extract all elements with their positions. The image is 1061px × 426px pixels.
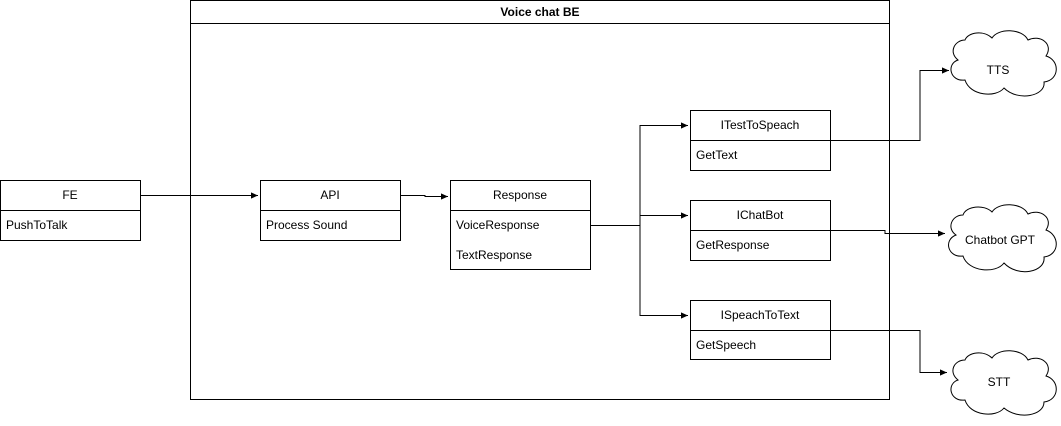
edge-ispeachtotext-stt [830,330,947,376]
cloud-tts-label: TTS [987,63,1010,77]
class-ispeachtotext[interactable]: ISpeachToText GetSpeech [690,300,831,360]
response-member: TextResponse [456,248,532,262]
cloud-tts[interactable]: TTS [950,30,1057,97]
edge-ichatbot-chatbot [830,230,945,237]
class-fe[interactable]: FE PushToTalk [0,180,141,241]
api-member: Process Sound [266,218,347,232]
fe-member: PushToTalk [6,218,68,232]
container-title: Voice chat BE [500,5,579,19]
edge-response-ispeachtotext [639,225,688,319]
class-itesttospeach[interactable]: ITestToSpeach GetText [690,110,831,171]
edge-itesttospeach-tts [830,67,949,141]
ichatbot-member: GetResponse [696,238,770,252]
itesttospeach-title: ITestToSpeach [721,118,800,132]
class-response[interactable]: Response VoiceResponse TextResponse [450,180,591,270]
response-member: VoiceResponse [456,218,540,232]
class-ichatbot[interactable]: IChatBot GetResponse [690,200,831,261]
response-title: Response [493,188,547,202]
edge-api-response [400,193,448,200]
itesttospeach-member: GetText [696,148,738,162]
edge-response-itesttospeach [590,122,688,226]
ispeachtotext-title: ISpeachToText [721,308,800,322]
cloud-stt-label: STT [988,375,1011,389]
cloud-chatbot-label: Chatbot GPT [965,233,1036,247]
ispeachtotext-member: GetSpeech [696,338,756,352]
class-api[interactable]: API Process Sound [260,180,401,241]
cloud-chatbot[interactable]: Chatbot GPT [948,204,1057,273]
connectors [140,67,949,376]
fe-title: FE [62,188,77,202]
api-title: API [320,188,339,202]
cloud-stt[interactable]: STT [950,350,1057,416]
ichatbot-title: IChatBot [737,208,784,222]
